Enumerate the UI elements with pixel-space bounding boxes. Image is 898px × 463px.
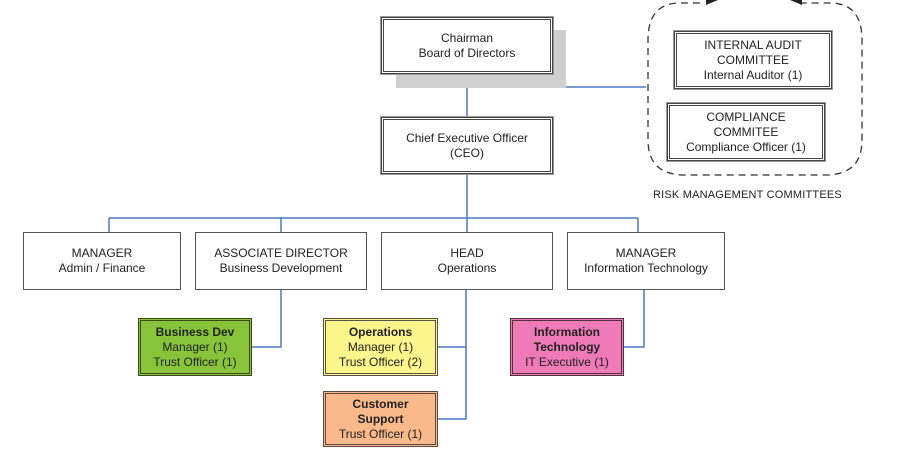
department-box-information-technology[interactable]: MANAGER Information Technology [567, 232, 725, 290]
internal-audit-line3: Internal Auditor (1) [703, 67, 803, 82]
team-line: Manager (1) [162, 339, 228, 354]
department-subtitle: Business Development [219, 261, 343, 275]
internal-audit-line2: COMMITTEE [717, 52, 789, 67]
arrow-right-icon [790, 0, 802, 5]
team-title: Operations [348, 324, 413, 339]
team-box-information-technology[interactable]: Information Technology IT Executive (1) [510, 318, 624, 376]
it-to-team-line [624, 290, 645, 348]
compliance-line2: COMMITEE [713, 124, 779, 139]
chairman-box[interactable]: Chairman Board of Directors [381, 17, 553, 74]
ops-to-teams-line [438, 290, 467, 420]
department-subtitle: Operations [437, 261, 497, 275]
team-line: Manager (1) [347, 339, 414, 354]
department-subtitle: Admin / Finance [58, 261, 146, 275]
team-line: Trust Officer (1) [338, 426, 423, 441]
ceo-title: Chief Executive Officer [406, 130, 528, 145]
internal-audit-line1: INTERNAL AUDIT [704, 37, 802, 52]
department-title: MANAGER [71, 246, 133, 260]
chairman-title: Chairman [440, 30, 494, 45]
department-title: ASSOCIATE DIRECTOR [214, 246, 348, 260]
department-box-operations[interactable]: HEAD Operations [381, 232, 553, 290]
arrow-left-icon [706, 0, 718, 5]
team-line: Trust Officer (2) [338, 354, 423, 369]
risk-group-dashed-border [647, 2, 863, 176]
chairman-subtitle: Board of Directors [418, 45, 516, 60]
bizdev-to-team-line [252, 290, 282, 348]
team-title: Customer [352, 396, 409, 411]
compliance-line3: Compliance Officer (1) [686, 139, 806, 154]
team-box-customer-support[interactable]: Customer Support Trust Officer (1) [323, 391, 438, 447]
ceo-subtitle: (CEO) [450, 145, 484, 160]
ceo-box[interactable]: Chief Executive Officer (CEO) [381, 117, 553, 174]
department-box-admin-finance[interactable]: MANAGER Admin / Finance [23, 232, 181, 290]
team-box-operations[interactable]: Operations Manager (1) Trust Officer (2) [323, 318, 438, 376]
team-title: Information [534, 324, 600, 339]
team-line: Trust Officer (1) [153, 354, 237, 369]
department-title: HEAD [450, 246, 484, 260]
risk-management-caption: RISK MANAGEMENT COMMITTEES [653, 189, 842, 201]
team-title: Business Dev [155, 324, 235, 339]
team-line: IT Executive (1) [525, 354, 609, 369]
department-title: MANAGER [615, 246, 677, 260]
compliance-line1: COMPLIANCE [706, 109, 786, 124]
team-title-2: Technology [533, 339, 601, 354]
internal-audit-committee-box[interactable]: INTERNAL AUDIT COMMITTEE Internal Audito… [674, 31, 832, 89]
team-title-2: Support [357, 411, 404, 426]
department-box-business-development[interactable]: ASSOCIATE DIRECTOR Business Development [195, 232, 367, 290]
team-box-business-dev[interactable]: Business Dev Manager (1) Trust Officer (… [138, 318, 252, 376]
department-subtitle: Information Technology [584, 261, 708, 275]
compliance-committee-box[interactable]: COMPLIANCE COMMITEE Compliance Officer (… [667, 103, 825, 161]
